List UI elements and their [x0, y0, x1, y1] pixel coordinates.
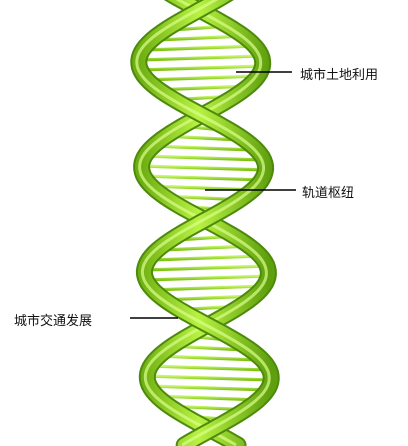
- base-pair-rung: [153, 146, 252, 150]
- label-urban-traffic-development: 城市交通发展: [14, 310, 92, 329]
- base-pair-rung: [144, 176, 264, 180]
- base-pair-rung: [151, 256, 260, 260]
- base-pair-rung: [140, 56, 262, 60]
- base-pair-rung: [147, 376, 271, 380]
- base-pair-rung: [145, 276, 268, 280]
- base-pair-rung: [149, 386, 269, 390]
- base-pair-rung: [145, 156, 262, 160]
- base-pair-rung: [145, 266, 267, 270]
- base-pair-rung: [159, 356, 258, 360]
- base-pair-rung: [144, 76, 258, 80]
- base-pair-rung: [150, 286, 264, 290]
- base-pair-rung: [139, 66, 262, 70]
- base-pair-rung: [146, 46, 255, 50]
- base-pair-rung: [142, 166, 266, 170]
- label-urban-land-use: 城市土地利用: [300, 64, 378, 83]
- base-pair-rung: [151, 366, 268, 370]
- label-rail-hub: 轨道枢纽: [302, 182, 354, 201]
